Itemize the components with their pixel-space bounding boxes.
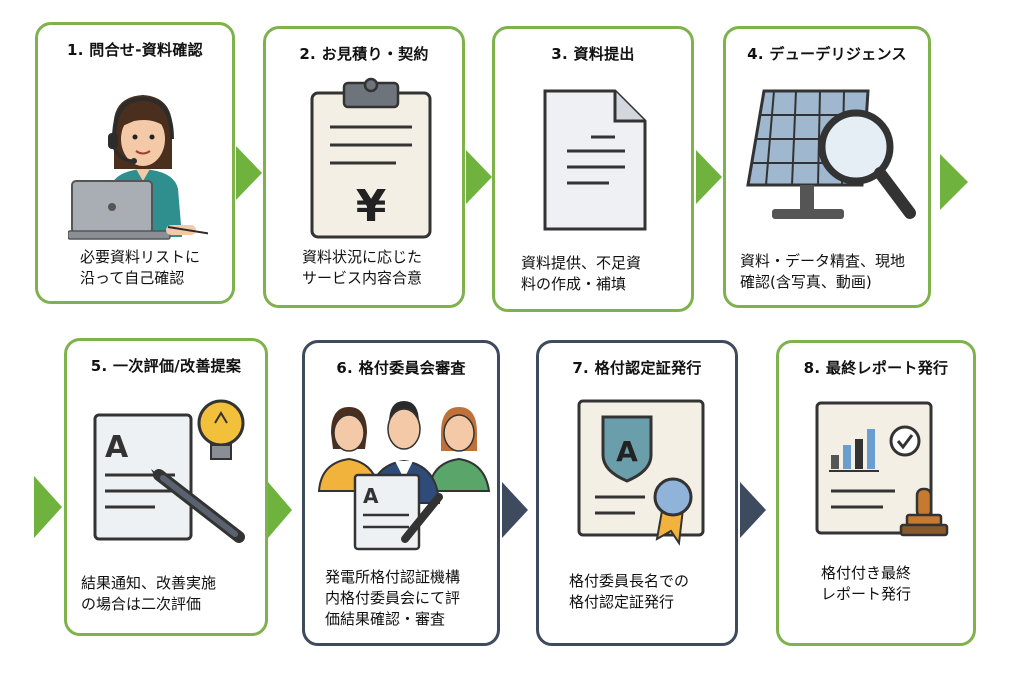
step-card-3: 3. 資料提出 資料提供、不足資料の作成・補填 xyxy=(492,26,694,312)
arrow-right-1 xyxy=(236,146,262,200)
solar-panel-magnifier-icon xyxy=(746,89,916,219)
step-desc: 必要資料リストに沿って自己確認 xyxy=(80,248,201,287)
step-card-7: 7. 格付認定証発行 A 格付委員長名での格付認定証発行 xyxy=(536,340,738,646)
step-title: 7. 格付認定証発行 xyxy=(572,359,702,377)
step-title: 1. 問合せ-資料確認 xyxy=(67,41,203,59)
step-desc: 資料状況に応じたサービス内容合意 xyxy=(302,248,423,287)
step-desc: 格付付き最終レポート発行 xyxy=(821,564,912,603)
step-title: 2. お見積り・契約 xyxy=(299,45,429,63)
arrow-right-6 xyxy=(502,482,528,538)
document-icon xyxy=(543,89,647,231)
step-title: 5. 一次評価/改善提案 xyxy=(90,357,242,375)
step-desc: 格付委員長名での格付認定証発行 xyxy=(569,572,690,611)
arrow-right-4 xyxy=(940,154,968,210)
arrow-right-5 xyxy=(268,482,292,538)
step-desc: 発電所格付認証機構内格付委員会にて評価結果確認・審査 xyxy=(325,568,461,628)
arrow-right-2 xyxy=(466,150,492,204)
step-title: 6. 格付委員会審査 xyxy=(336,359,466,377)
step-card-5: 5. 一次評価/改善提案 A 結果通知、改善実施の場合は二次評価 xyxy=(64,338,268,636)
step-card-1: 1. 問合せ-資料確認 必要資料リストに沿って自己確認 xyxy=(35,22,235,304)
svg-text:A: A xyxy=(616,435,638,468)
arrow-in-5 xyxy=(34,476,62,538)
step-card-4: 4. デューデリジェンス 資料・データ精査、現地確認(含写真、動画) xyxy=(723,26,931,308)
clipboard-yen-icon: ¥ xyxy=(310,77,432,239)
svg-text:A: A xyxy=(105,430,129,465)
svg-text:¥: ¥ xyxy=(356,181,387,232)
step-title: 4. デューデリジェンス xyxy=(747,45,907,63)
svg-text:A: A xyxy=(363,484,379,508)
certificate-badge-icon: A xyxy=(577,399,705,546)
arrow-right-7 xyxy=(740,482,766,538)
arrow-right-3 xyxy=(696,150,722,204)
committee-people-icon: A xyxy=(317,401,491,551)
step-desc: 結果通知、改善実施の場合は二次評価 xyxy=(81,574,217,613)
step-card-8: 8. 最終レポート発行 格付付き最終レポート発行 xyxy=(776,340,976,646)
step-title: 8. 最終レポート発行 xyxy=(803,359,949,377)
step-card-6: 6. 格付委員会審査 A 発電所格付認証機構内格付委員会にて評価結果確認・審査 xyxy=(302,340,500,646)
step-desc: 資料提供、不足資料の作成・補填 xyxy=(521,254,642,293)
step-title: 3. 資料提出 xyxy=(551,45,635,63)
operator-laptop-icon xyxy=(68,95,208,240)
report-pen-bulb-icon: A xyxy=(93,399,245,543)
step-desc: 資料・データ精査、現地確認(含写真、動画) xyxy=(740,252,906,291)
step-card-2: 2. お見積り・契約 ¥ 資料状況に応じたサービス内容合意 xyxy=(263,26,465,308)
report-stamp-icon xyxy=(815,401,949,537)
